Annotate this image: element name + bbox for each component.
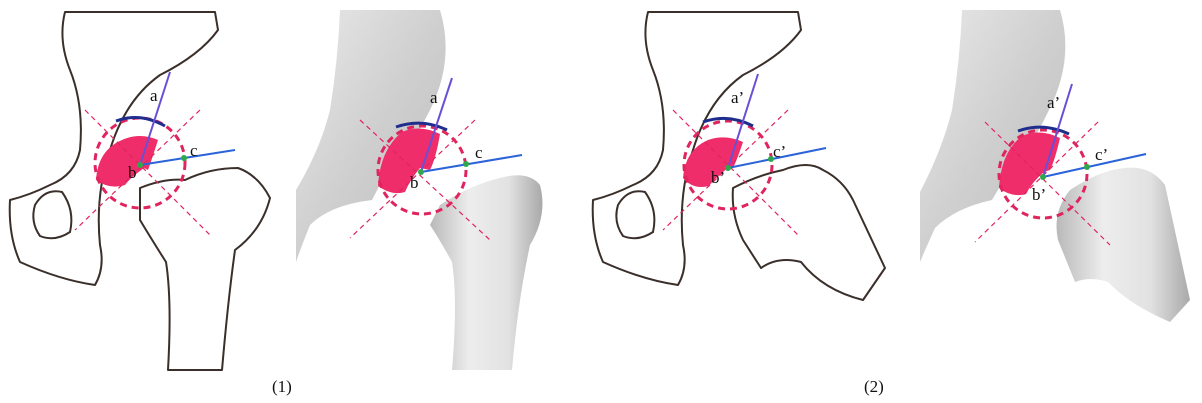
point-b	[1040, 174, 1046, 180]
label-c: c’	[773, 142, 786, 161]
point-c	[1084, 164, 1090, 170]
panel-2-sketch: a’ b’ c’	[593, 12, 885, 300]
label-a: a’	[1047, 93, 1060, 112]
caption-2: (2)	[864, 377, 884, 396]
femur-outline	[140, 168, 270, 370]
panel-2-xray: a’ b’ c’	[920, 10, 1190, 322]
label-a: a’	[731, 88, 744, 107]
femur-outline	[733, 165, 885, 300]
point-c	[463, 161, 469, 167]
label-b: b’	[711, 168, 725, 187]
panel-1-xray: a b c	[296, 10, 542, 370]
line-bc	[140, 150, 235, 165]
caption-1: (1)	[272, 377, 292, 396]
panel-1-sketch: a b c	[10, 12, 270, 370]
obturator-hole	[316, 211, 358, 249]
label-a: a	[150, 86, 158, 105]
label-c: c’	[1095, 145, 1108, 164]
label-c: c	[475, 143, 483, 162]
point-c	[181, 155, 187, 161]
point-b	[725, 165, 731, 171]
line-bc	[421, 155, 522, 172]
obturator-hole	[940, 213, 982, 251]
label-b: b	[128, 163, 137, 182]
label-a: a	[430, 88, 438, 107]
label-c: c	[190, 141, 198, 160]
point-b	[137, 162, 143, 168]
femur-bone	[1057, 168, 1191, 322]
label-b: b	[410, 173, 419, 192]
femur-bone	[430, 175, 542, 370]
label-b: b’	[1032, 185, 1046, 204]
point-b	[418, 169, 424, 175]
